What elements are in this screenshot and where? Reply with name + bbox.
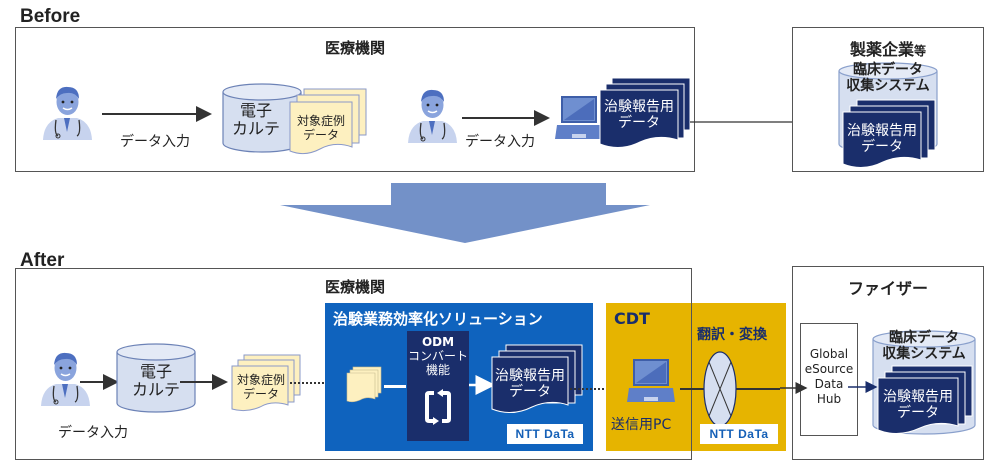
- pfizer-title: ファイザー: [847, 279, 928, 298]
- emr-line-1: 電子: [239, 101, 272, 120]
- system-line-1: 臨床データ: [889, 330, 959, 346]
- hospital-frame-right-edge: [691, 268, 692, 460]
- pharma-title-main: 製薬企業: [849, 40, 914, 59]
- pharma-report-data-label: 治験報告用 データ: [843, 123, 921, 155]
- before-to-after-arrow-icon: [280, 183, 650, 243]
- before-emr-label: 電子 カルテ: [226, 101, 286, 139]
- emr-line-1: 電子: [139, 362, 172, 381]
- after-emr-label: 電子 カルテ: [126, 362, 186, 400]
- convert-cycle-icon: [425, 389, 451, 425]
- hub-line-1: Global: [809, 347, 849, 361]
- emr-cylinder-icon: [222, 83, 302, 153]
- doctor-icon: [41, 352, 90, 406]
- system-line-1: 臨床データ: [853, 62, 923, 78]
- laptop-icon: [555, 96, 603, 139]
- report-data-doc-stack-icon: [491, 344, 583, 413]
- pc-to-hub-arrow: [780, 382, 808, 394]
- source-to-converter-line: [384, 385, 406, 388]
- after-section-label: After: [20, 250, 65, 271]
- source-doc-stack-icon: [346, 366, 382, 403]
- pharma-title: 製薬企業等: [792, 36, 984, 60]
- after-arrow-emr-to-case: [180, 374, 228, 390]
- doctor-icon: [408, 89, 457, 143]
- pfizer-report-doc-stack-icon: [877, 365, 973, 434]
- doctor-icon: [43, 86, 92, 140]
- after-input-label: データ入力: [58, 425, 128, 441]
- pfizer-report-data-label: 治験報告用 データ: [878, 389, 958, 421]
- report-data-line-2: データ: [897, 405, 939, 422]
- report-data-line-1: 治験報告用: [495, 368, 565, 384]
- report-data-line-1: 治験報告用: [847, 123, 917, 139]
- odm-converter-label: ODM コンバート 機能: [407, 335, 469, 377]
- pharma-system-label: 臨床データ 収集システム: [838, 62, 938, 94]
- after-dotted-arrow-solution-to-pc: [570, 381, 628, 397]
- before-input-arrow-1: [102, 106, 212, 122]
- pfizer-system-label: 臨床データ 収集システム: [872, 330, 976, 362]
- converter-line-3: 機能: [425, 362, 450, 377]
- cdt-title: CDT: [614, 309, 650, 328]
- report-data-line-2: データ: [509, 384, 551, 401]
- before-section-label: Before: [20, 6, 81, 27]
- hub-to-system-arrow: [848, 381, 878, 393]
- report-data-line-2: データ: [861, 139, 903, 156]
- system-line-2: 収集システム: [882, 346, 966, 363]
- before-hospital-title: 医療機関: [324, 39, 385, 57]
- after-dotted-arrow-case-to-solution: [290, 375, 344, 391]
- case-data-line-1: 対象症例: [296, 114, 345, 128]
- pharma-title-suffix: 等: [914, 44, 927, 58]
- solution-report-data-label: 治験報告用 データ: [492, 368, 568, 400]
- translate-label: 翻訳・変換: [697, 327, 767, 343]
- pfizer-frame: [792, 266, 984, 460]
- translate-convert-icon: [703, 351, 737, 427]
- case-data-line-2: データ: [242, 386, 279, 401]
- hub-box: [800, 323, 858, 436]
- report-data-doc-stack-icon: [599, 77, 691, 148]
- pharma-report-doc-stack-icon: [842, 99, 936, 168]
- solution-title: 治験業務効率化ソリューション: [333, 310, 543, 328]
- after-arrow-doctor-to-emr: [80, 374, 119, 390]
- case-data-doc-stack-icon: [289, 88, 367, 155]
- hub-line-4: Hub: [816, 392, 842, 406]
- before-input-label-2: データ入力: [465, 134, 535, 150]
- solution-vendor-logo: NTT DaTa: [507, 424, 583, 444]
- emr-line-2: カルテ: [231, 119, 280, 139]
- emr-line-2: カルテ: [131, 380, 180, 400]
- before-input-arrow-2: [462, 110, 550, 126]
- before-input-label-1: データ入力: [120, 134, 190, 150]
- report-data-line-1: 治験報告用: [604, 99, 674, 115]
- case-data-line-1: 対象症例: [236, 373, 285, 387]
- report-data-line-2: データ: [618, 115, 660, 132]
- system-line-2: 収集システム: [846, 78, 930, 95]
- hub-line-3: Data: [814, 377, 844, 391]
- odm-converter-box: [407, 331, 469, 441]
- case-data-line-2: データ: [302, 127, 339, 142]
- before-case-data-label: 対象症例 データ: [290, 114, 352, 143]
- hub-label: Global eSource Data Hub: [800, 347, 858, 407]
- emr-cylinder-icon: [116, 343, 196, 413]
- after-case-data-label: 対象症例 データ: [232, 373, 290, 402]
- converter-line-2: コンバート: [407, 348, 468, 363]
- cdt-vendor-logo: NTT DaTa: [700, 424, 778, 444]
- converter-to-report-arrow: [469, 375, 496, 395]
- hub-line-2: eSource: [804, 362, 854, 376]
- after-hospital-title: 医療機関: [324, 278, 385, 296]
- converter-line-1: ODM: [421, 335, 455, 349]
- laptop-icon: [627, 359, 675, 402]
- case-data-doc-stack-icon: [231, 354, 301, 412]
- before-report-data-label: 治験報告用 データ: [600, 99, 678, 131]
- cdt-pc-label: 送信用PC: [611, 417, 672, 433]
- report-data-line-1: 治験報告用: [883, 389, 953, 405]
